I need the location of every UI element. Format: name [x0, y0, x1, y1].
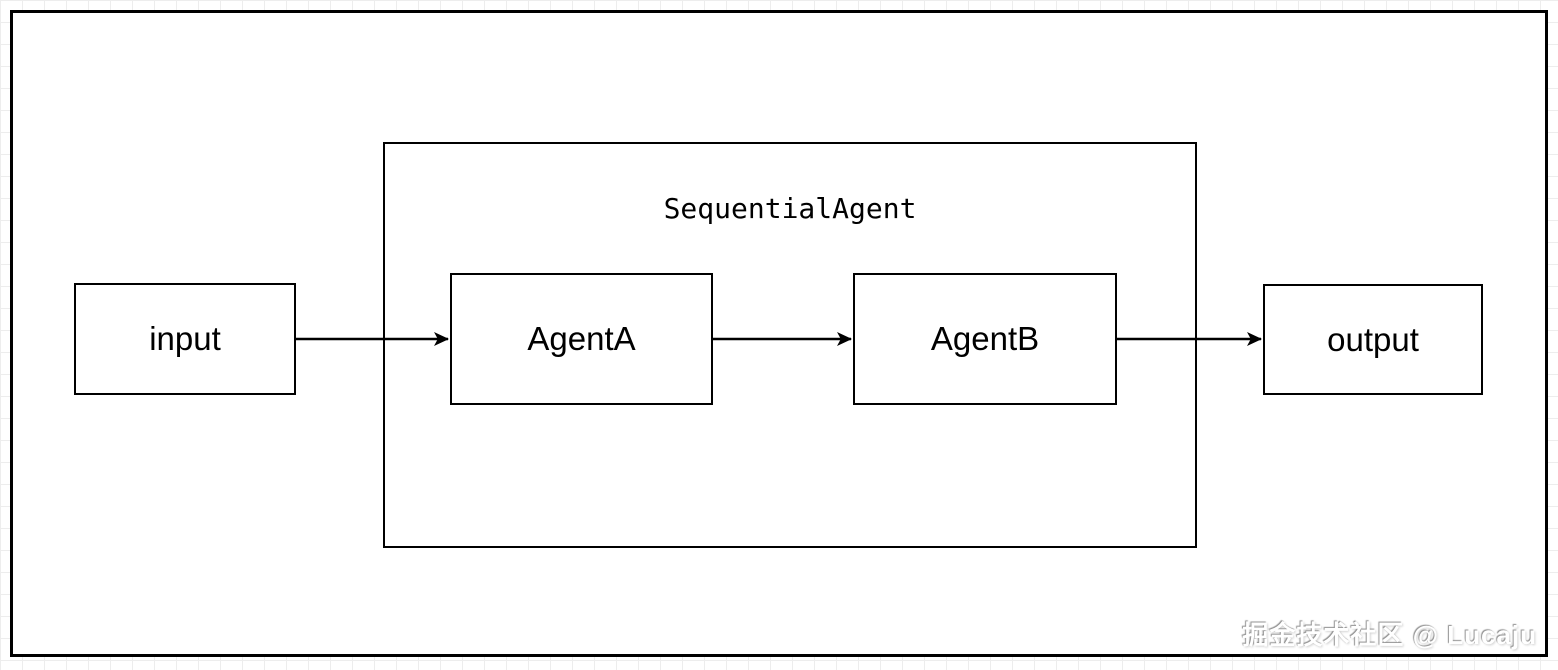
- node-input: input: [74, 283, 296, 395]
- edges-layer: [296, 332, 1262, 346]
- node-output-label: output: [1327, 320, 1419, 358]
- watermark: 掘金技术社区 @ Lucaju: [1242, 620, 1537, 650]
- group-sequential-agent-label: SequentialAgent: [663, 192, 917, 225]
- node-agent-a-label: AgentA: [527, 320, 636, 357]
- node-input-label: input: [149, 320, 221, 357]
- diagram-frame: SequentialAgent input AgentA AgentB outp…: [10, 10, 1548, 657]
- node-output: output: [1263, 284, 1483, 395]
- node-agent-a: AgentA: [450, 273, 713, 405]
- node-agent-b-label: AgentB: [930, 320, 1040, 357]
- group-sequential-agent: SequentialAgent: [383, 142, 1197, 548]
- node-agent-b: AgentB: [853, 273, 1117, 405]
